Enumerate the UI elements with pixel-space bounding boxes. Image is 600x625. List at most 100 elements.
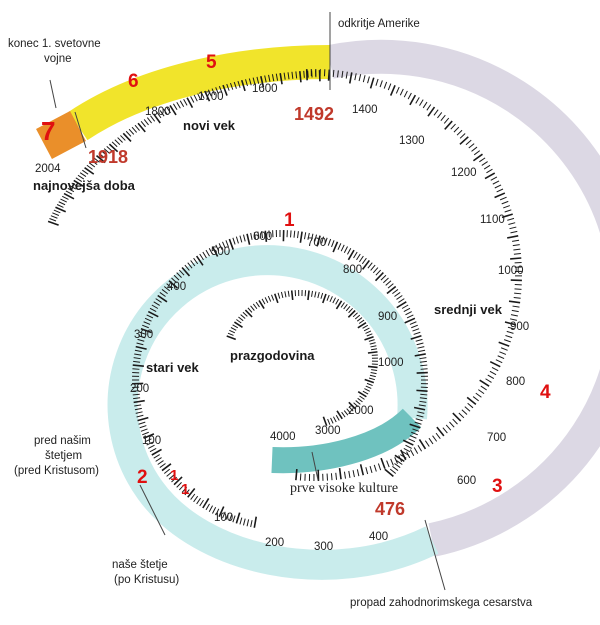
tick-label-ad-300: 300: [314, 541, 333, 553]
tick-mark: [367, 365, 378, 369]
tick-mark: [332, 241, 339, 253]
tick-mark: [479, 157, 486, 163]
tick-mark: [229, 329, 236, 334]
tick-mark: [356, 469, 360, 477]
tick-mark: [403, 307, 411, 313]
tick-mark: [235, 512, 241, 524]
tick-mark: [58, 201, 66, 206]
tick-mark: [225, 512, 229, 520]
tick-mark: [373, 464, 377, 472]
tick-mark: [427, 106, 436, 117]
modern-tick-marks: [47, 70, 321, 226]
tick-label-600: 600: [457, 475, 476, 487]
tick-mark: [149, 447, 157, 453]
tick-mark: [504, 321, 517, 326]
tick-mark: [348, 72, 353, 84]
tick-mark: [208, 505, 214, 512]
tick-mark: [383, 277, 389, 284]
tick-mark: [311, 290, 313, 297]
prehistory-tick-marks: [226, 290, 378, 427]
tick-mark: [179, 100, 185, 108]
tick-mark: [472, 396, 479, 402]
tick-mark: [417, 411, 425, 414]
tick-mark: [163, 286, 171, 292]
tick-mark: [199, 253, 204, 261]
tick-mark: [153, 454, 160, 459]
tick-mark: [327, 418, 331, 425]
tick-mark: [310, 233, 314, 241]
tick-mark: [239, 235, 243, 243]
tick-mark: [275, 73, 279, 81]
tick-mark: [166, 471, 173, 477]
tick-label-bc-700: 700: [307, 237, 326, 249]
tick-mark: [422, 101, 428, 109]
tick-mark: [317, 292, 320, 299]
tick-mark: [253, 232, 257, 240]
tick-mark: [443, 117, 450, 124]
tick-mark: [420, 364, 428, 367]
tick-mark: [56, 204, 64, 208]
tick-mark: [396, 295, 403, 300]
tick-mark: [322, 416, 328, 427]
tick-mark: [137, 338, 145, 342]
tick-label-1600: 1600: [252, 83, 278, 95]
tick-mark: [366, 333, 373, 337]
tick-mark: [133, 357, 141, 360]
tick-mark: [411, 431, 418, 436]
tick-mark: [362, 324, 369, 329]
tick-mark: [190, 96, 195, 103]
tick-mark: [343, 246, 348, 253]
tick-mark: [69, 185, 77, 190]
tick-mark: [345, 305, 351, 312]
tick-mark: [149, 307, 157, 313]
tick-mark: [354, 314, 361, 320]
tick-mark: [142, 431, 149, 436]
tick-mark: [155, 457, 162, 462]
tick-mark: [61, 195, 69, 200]
tick-mark: [132, 393, 140, 396]
marker-1-top: 1: [284, 210, 295, 231]
tick-mark: [412, 428, 420, 432]
tick-mark: [246, 519, 250, 527]
tick-mark: [489, 361, 501, 368]
tick-mark: [67, 187, 75, 193]
tick-mark: [497, 355, 505, 360]
tick-mark: [93, 157, 100, 163]
tick-mark: [135, 345, 147, 350]
tick-mark: [271, 74, 275, 82]
tick-mark: [420, 368, 428, 370]
tick-mark: [387, 83, 392, 91]
tick-mark: [133, 397, 141, 400]
tick-mark: [411, 324, 418, 329]
tick-mark: [508, 300, 521, 304]
tick-mark: [153, 113, 161, 124]
tick-mark: [133, 399, 145, 404]
tick-mark: [242, 311, 248, 317]
tick-mark: [162, 108, 168, 115]
tick-mark: [332, 416, 337, 423]
tick-mark: [435, 432, 441, 439]
tick-mark: [500, 347, 508, 351]
tick-mark: [252, 77, 256, 85]
tick-mark: [415, 418, 423, 422]
tick-mark: [366, 382, 373, 387]
tick-mark: [82, 169, 89, 175]
tick-mark: [120, 135, 126, 141]
tick-mark: [212, 507, 217, 514]
tick-label-900: 900: [510, 321, 529, 333]
era-label-stari-vek: stari vek: [146, 360, 200, 375]
tick-mark: [432, 435, 438, 442]
tick-mark: [215, 244, 220, 252]
tick-mark: [511, 309, 519, 313]
tick-mark: [481, 161, 488, 166]
tick-mark: [132, 390, 140, 392]
tick-mark: [426, 104, 432, 111]
tick-mark: [246, 233, 251, 245]
tick-mark: [232, 515, 236, 523]
tick-mark: [279, 73, 283, 85]
tick-mark: [147, 310, 159, 318]
tick-mark: [284, 291, 287, 298]
tick-mark: [368, 377, 375, 381]
note-pred-line3: (pred Kristusom): [14, 465, 99, 477]
tick-mark: [399, 88, 404, 96]
